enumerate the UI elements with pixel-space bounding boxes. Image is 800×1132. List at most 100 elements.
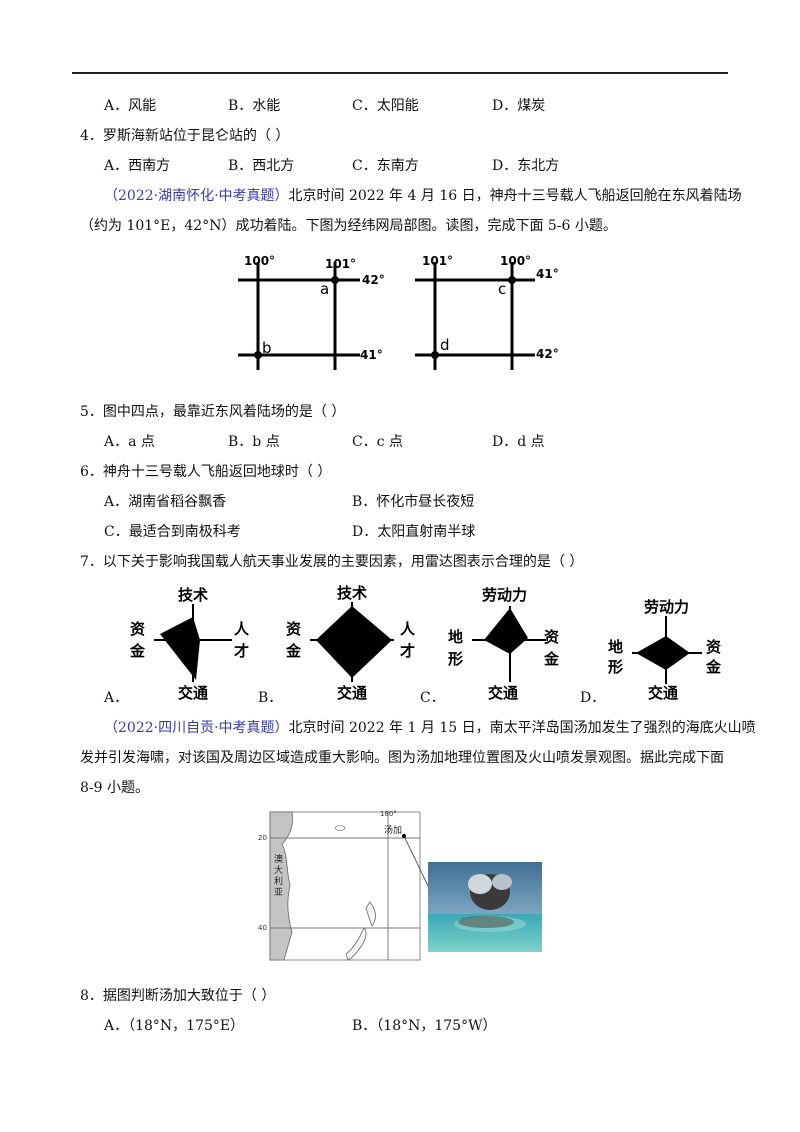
point-a-dot — [331, 276, 339, 284]
radar-d-left-label-2: 形 — [608, 658, 623, 676]
photo-foam — [454, 916, 526, 932]
passage1-text1: 北京时间 2022 年 4 月 16 日，神舟十三号载人飞船返回舱在东风着陆场 — [288, 188, 742, 204]
radar-c-left-label-1: 地 — [448, 628, 463, 646]
q6-option-c[interactable]: C．最适合到南极科考 — [104, 524, 241, 540]
passage1-source: （2022·湖南怀化·中考真题） — [104, 188, 289, 204]
q7-radar-b[interactable]: 技术 资 金 人 才 交通 — [282, 580, 422, 704]
new-zealand-south — [345, 927, 367, 961]
q7-radar-a[interactable]: 技术 资 金 人 才 交通 — [126, 582, 256, 704]
q3-option-d[interactable]: D．煤炭 — [492, 98, 546, 114]
q4-option-a[interactable]: A．西南方 — [104, 158, 171, 174]
radar-a-bottom-label: 交通 — [178, 684, 208, 702]
map-australia-label-3: 利 — [274, 875, 283, 887]
photo-steam-cloud — [468, 874, 492, 894]
q4-option-d[interactable]: D．东北方 — [492, 158, 560, 174]
radar-b-bottom-label: 交通 — [337, 684, 367, 702]
tonga-callout-line — [403, 835, 431, 891]
radar-d-top-label: 劳动力 — [644, 598, 689, 616]
passage2-line3: 8-9 小题。 — [80, 780, 149, 796]
q5-option-d[interactable]: D．d 点 — [492, 434, 545, 450]
australia-landmass — [269, 811, 293, 961]
grid-left-lon-left-label: 100° — [244, 254, 275, 268]
radar-b-left-label-1: 资 — [286, 620, 301, 638]
radar-a-right-label-2: 才 — [234, 642, 249, 660]
radar-a-left-label-2: 金 — [129, 642, 146, 660]
radar-d-bottom-label: 交通 — [648, 684, 678, 702]
grid-right-lat-bottom-label: 42° — [536, 347, 559, 361]
q5-option-a[interactable]: A．a 点 — [104, 434, 155, 450]
q7-option-d[interactable]: D． — [580, 690, 606, 706]
lat-long-grid-figure: 100° 101° 42° 41° a b 101° 100° 41° 42° … — [238, 254, 559, 370]
radar-b-right-label-1: 人 — [400, 620, 416, 638]
q5-option-c[interactable]: C．c 点 — [352, 434, 404, 450]
radar-c-bottom-label: 交通 — [488, 684, 518, 702]
map-lat-top-label: 20 — [258, 834, 267, 842]
island-1 — [334, 825, 346, 831]
q3-option-a[interactable]: A．风能 — [104, 98, 157, 114]
point-c-dot — [508, 276, 516, 284]
q6-stem: 6．神舟十三号载人飞船返回地球时（ ） — [80, 464, 332, 480]
radar-b-left-label-2: 金 — [285, 642, 302, 660]
q6-option-b[interactable]: B．怀化市昼长夜短 — [352, 494, 475, 510]
map-lon-label: 180° — [380, 810, 397, 818]
map-australia-label-4: 亚 — [274, 887, 283, 898]
map-tonga-label: 汤加 — [384, 825, 402, 836]
map-australia-label-2: 大 — [274, 864, 283, 876]
radar-c-shape — [484, 608, 528, 654]
volcano-eruption-photo — [428, 862, 542, 952]
point-c-label: c — [498, 280, 506, 298]
photo-steam-cloud-2 — [492, 874, 512, 890]
grid-left-lat-bottom-label: 41° — [360, 348, 383, 362]
radar-c-right-label-1: 资 — [544, 628, 559, 646]
radar-d-right-label-2: 金 — [705, 658, 722, 676]
grid-right-lat-top-label: 41° — [536, 267, 559, 281]
radar-a-shape — [160, 617, 200, 680]
radar-d-left-label-1: 地 — [608, 638, 623, 656]
q8-option-b[interactable]: B．（18°N，175°W） — [352, 1018, 497, 1034]
q4-stem: 4．罗斯海新站位于昆仑站的（ ） — [80, 128, 290, 144]
map-australia-label-1: 澳 — [274, 853, 283, 865]
radar-c-top-label: 劳动力 — [482, 586, 527, 604]
radar-c-right-label-2: 金 — [543, 650, 560, 668]
q3-option-b[interactable]: B．水能 — [228, 98, 281, 114]
radar-d-shape — [636, 636, 690, 670]
passage1-line1: （2022·湖南怀化·中考真题）北京时间 2022 年 4 月 16 日，神舟十… — [104, 186, 742, 206]
passage2-source: （2022·四川自贡·中考真题） — [104, 720, 289, 736]
passage1-line2: （约为 101°E，42°N）成功着陆。下图为经纬网局部图。读图，完成下面 5-… — [80, 218, 617, 234]
header-rule — [72, 72, 728, 74]
grid-right-lon-right-label: 100° — [500, 254, 531, 268]
q4-option-c[interactable]: C．东南方 — [352, 158, 419, 174]
point-d-dot — [431, 351, 439, 359]
q6-option-a[interactable]: A．湖南省稻谷飘香 — [104, 494, 227, 510]
point-b-dot — [254, 351, 262, 359]
grid-left-lat-top-label: 42° — [362, 273, 385, 287]
radar-b-right-label-2: 才 — [400, 642, 415, 660]
q5-stem: 5．图中四点，最靠近东风着陆场的是（ ） — [80, 404, 346, 420]
tonga-location-map: 180° 汤加 20 40 澳 大 利 亚 — [258, 810, 431, 961]
radar-d-right-label-1: 资 — [706, 638, 721, 656]
q6-option-d[interactable]: D．太阳直射南半球 — [352, 524, 476, 540]
grid-left-lon-right-label: 101° — [325, 257, 356, 271]
q7-stem: 7．以下关于影响我国载人航天事业发展的主要因素，用雷达图表示合理的是（ ） — [80, 554, 584, 570]
grid-left: 100° 101° 42° 41° a b — [238, 254, 385, 370]
map-frame — [269, 811, 421, 961]
passage2-line2: 发并引发海啸，对该国及周边区域造成重大影响。图为汤加地理位置图及火山喷发景观图。… — [80, 750, 724, 766]
q7-radar-d[interactable]: 劳动力 地 形 资 金 交通 — [604, 592, 728, 704]
q8-stem: 8．据图判断汤加大致位于（ ） — [80, 988, 276, 1004]
point-a-label: a — [320, 280, 329, 298]
q7-radar-c[interactable]: 劳动力 地 形 资 金 交通 — [444, 584, 574, 704]
point-b-label: b — [262, 339, 272, 357]
q7-option-c[interactable]: C． — [420, 690, 445, 706]
radar-c-left-label-2: 形 — [448, 650, 463, 668]
q3-option-c[interactable]: C．太阳能 — [352, 98, 419, 114]
q7-option-b[interactable]: B． — [258, 690, 283, 706]
grid-right-lon-left-label: 101° — [422, 254, 453, 268]
radar-b-top-label: 技术 — [337, 584, 367, 602]
q8-option-a[interactable]: A．（18°N，175°E） — [104, 1018, 245, 1034]
q5-option-b[interactable]: B．b 点 — [228, 434, 280, 450]
grid-right: 101° 100° 41° 42° c d — [415, 254, 559, 370]
q4-option-b[interactable]: B．西北方 — [228, 158, 295, 174]
radar-b-shape — [316, 606, 392, 678]
radar-a-left-label-1: 资 — [130, 620, 145, 638]
q7-option-a[interactable]: A． — [104, 690, 129, 706]
